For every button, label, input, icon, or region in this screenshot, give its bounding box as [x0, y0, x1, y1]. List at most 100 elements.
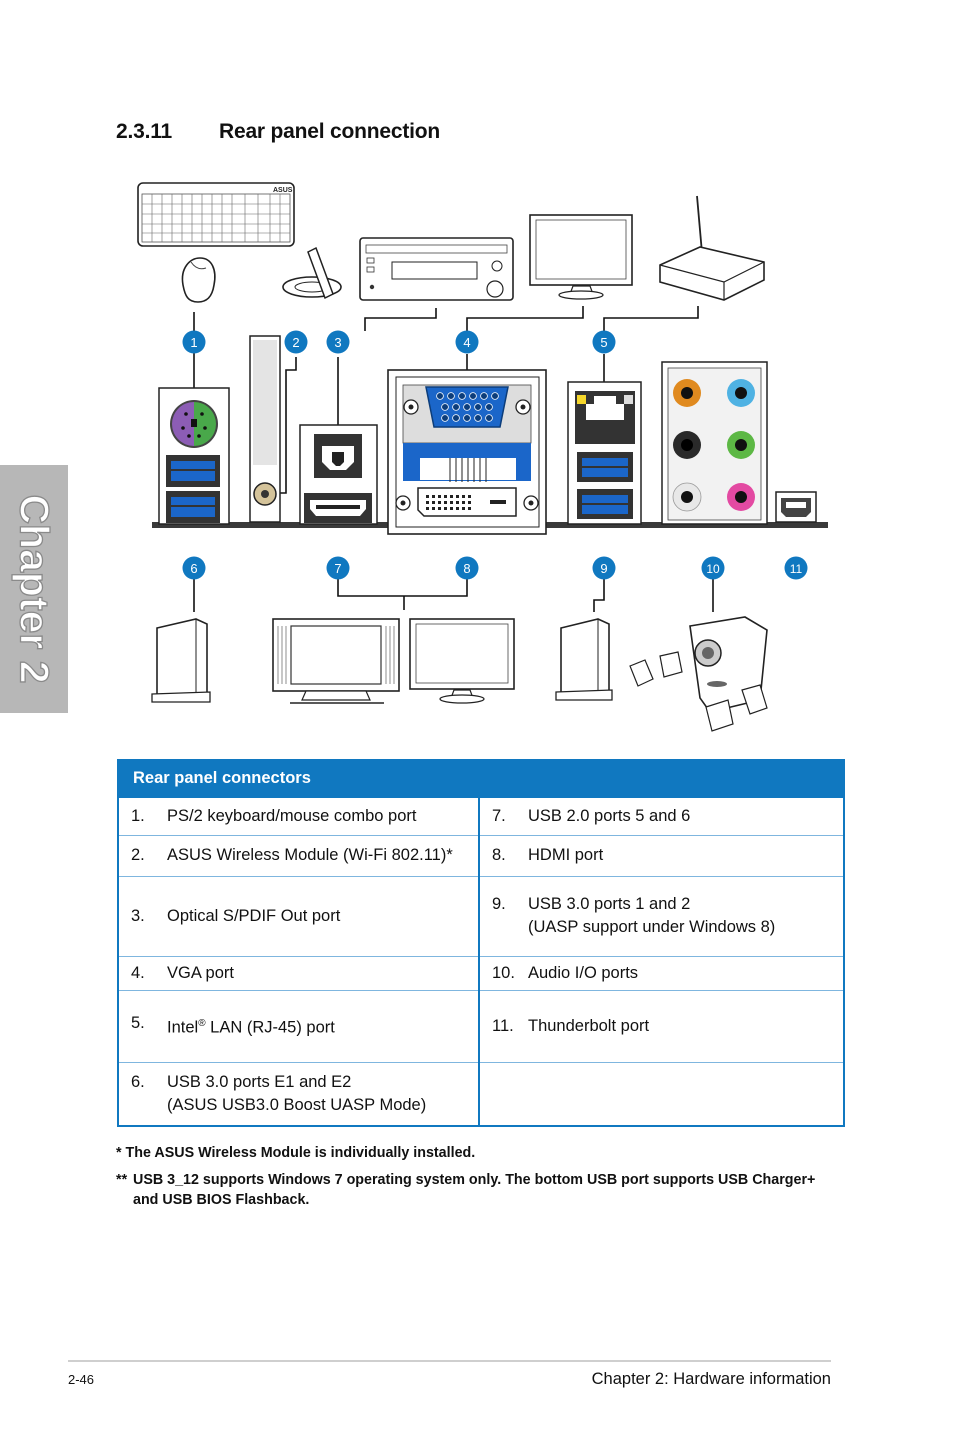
- item-number: 5.: [131, 1014, 145, 1033]
- footnote-1: * The ASUS Wireless Module is individual…: [116, 1145, 476, 1161]
- item-number: 8.: [492, 846, 506, 864]
- audio-ports-bracket: [661, 361, 768, 525]
- item-number: 4.: [131, 963, 145, 982]
- footnotes: * The ASUS Wireless Module is individual…: [116, 1143, 823, 1210]
- item-number: 7.: [492, 806, 506, 825]
- item-number: 11.: [492, 1016, 514, 1035]
- callout-5-label: 5: [600, 335, 607, 350]
- monitor-icon-bottom: [409, 618, 515, 704]
- footer-divider: [68, 1360, 831, 1362]
- callout-6-label: 6: [190, 561, 197, 576]
- callout-8-label: 8: [463, 561, 470, 576]
- callout-7: 7: [326, 556, 350, 580]
- callout-markers: 1 2 3 4 5 6 7 8 9 10 11: [182, 330, 808, 580]
- item-text-line2: (UASP support under Windows 8): [528, 918, 776, 936]
- dvi-port: [417, 487, 517, 517]
- callout-4-label: 4: [463, 335, 470, 350]
- callout-7-label: 7: [334, 561, 341, 576]
- spdif-hdmi-bracket: [299, 424, 378, 525]
- table-row: 3. Optical S/PDIF Out port 9. USB 3.0 port…: [117, 876, 846, 957]
- table-row: 4. VGA port 10. Audio I/O ports: [117, 956, 846, 991]
- item-text-line2: (ASUS USB3.0 Boost UASP Mode): [167, 1095, 427, 1114]
- item-number: 9.: [492, 895, 506, 913]
- item-number: 1.: [131, 806, 145, 825]
- thunderbolt-port: [775, 491, 817, 523]
- item-number: 3.: [131, 906, 145, 925]
- table-cell: 5. Intel® LAN (RJ-45) port: [117, 990, 480, 1063]
- rear-panel-connectors-table: Rear panel connectors 1. PS/2 keyboard/mo…: [116, 759, 846, 1127]
- table-cell: 8. HDMI port: [477, 835, 846, 877]
- item-number: 2.: [131, 846, 145, 864]
- table-cell: 2. ASUS Wireless Module (Wi-Fi 802.11)*: [117, 835, 480, 877]
- callout-9: 9: [592, 556, 616, 580]
- item-text: USB 2.0 ports 5 and 6: [528, 806, 691, 825]
- item-number: 6.: [131, 1072, 145, 1091]
- table-cell: 4. VGA port: [117, 956, 480, 991]
- wifi-module-bracket: [249, 335, 281, 523]
- item-text: VGA port: [167, 963, 234, 982]
- section-number: 2.3.11: [116, 120, 173, 143]
- ps2-usb-bracket: [158, 387, 230, 525]
- table-header-row: Rear panel connectors: [116, 759, 846, 798]
- rear-panel-diagram: ASUS: [137, 182, 828, 732]
- callout-2: 2: [284, 330, 308, 354]
- item-text: Intel: [167, 1018, 199, 1037]
- callout-1: 1: [182, 330, 206, 354]
- table-cell: 3. Optical S/PDIF Out port: [117, 876, 480, 957]
- av-receiver-icon: [359, 237, 514, 301]
- table-row: 6. USB 3.0 ports E1 and E2 (ASUS USB3.0 Bo…: [117, 1062, 846, 1127]
- item-text: Optical S/PDIF Out port: [167, 906, 341, 925]
- callout-11-label: 11: [790, 562, 803, 576]
- table-cell-empty: [477, 1062, 846, 1127]
- usb3-port-1: [577, 452, 633, 482]
- callout-10: 10: [701, 556, 725, 580]
- item-text: PS/2 keyboard/mouse combo port: [167, 806, 417, 825]
- tv-icon: [272, 618, 400, 704]
- callout-8: 8: [455, 556, 479, 580]
- table-cell: 7. USB 2.0 ports 5 and 6: [477, 797, 846, 836]
- callout-6: 6: [182, 556, 206, 580]
- item-text: Audio I/O ports: [528, 963, 639, 982]
- callout-1-label: 1: [190, 335, 197, 350]
- item-text: Thunderbolt port: [528, 1016, 650, 1035]
- monitor-icon-top: [529, 214, 633, 300]
- callout-4: 4: [455, 330, 479, 354]
- table-cell: 1. PS/2 keyboard/mouse combo port: [117, 797, 480, 836]
- external-drive-icon-right: [555, 618, 613, 701]
- table-cell: 11. Thunderbolt port: [477, 990, 846, 1063]
- footnote-2: ** USB 3_12 supports Windows 7 operating…: [116, 1170, 823, 1210]
- router-icon: [659, 195, 765, 301]
- chapter-side-tab: Chapter 2: [0, 465, 68, 713]
- item-text: USB 3.0 ports E1 and E2: [167, 1072, 352, 1091]
- wifi-antenna-icon: [282, 246, 342, 300]
- table-cell: 6. USB 3.0 ports E1 and E2 (ASUS USB3.0 Bo…: [117, 1062, 480, 1127]
- footnote-2-mark: **: [116, 1172, 128, 1188]
- item-text: USB 3.0 ports 1 and 2: [528, 895, 691, 913]
- mouse-icon: [181, 257, 216, 303]
- callout-2-label: 2: [292, 335, 299, 350]
- vga-dvi-bracket: [387, 369, 547, 535]
- item-number: 10.: [492, 963, 515, 982]
- footnote-2-text: USB 3_12 supports Windows 7 operating sy…: [133, 1172, 816, 1208]
- keyboard-brand: ASUS: [273, 187, 293, 194]
- callout-3: 3: [326, 330, 350, 354]
- callout-10-label: 10: [706, 562, 720, 576]
- item-text: ASUS Wireless Module (Wi-Fi 802.11)*: [167, 846, 453, 864]
- table-row: 2. ASUS Wireless Module (Wi-Fi 802.11)* 8…: [117, 835, 846, 877]
- callout-11: 11: [784, 556, 808, 580]
- table-row: 1. PS/2 keyboard/mouse combo port 7. USB 2…: [117, 797, 846, 836]
- callout-5: 5: [592, 330, 616, 354]
- item-text-after: LAN (RJ-45) port: [205, 1018, 335, 1037]
- speaker-system-icon: [629, 616, 768, 732]
- table-header: Rear panel connectors: [116, 759, 846, 798]
- lan-usb3-bracket: [567, 381, 642, 525]
- item-text: HDMI port: [528, 846, 604, 864]
- table-cell: 10. Audio I/O ports: [477, 956, 846, 991]
- usb3-port-2: [577, 489, 633, 519]
- callout-9-label: 9: [600, 561, 607, 576]
- table-row: 5. Intel® LAN (RJ-45) port 11. Thunderbolt…: [117, 990, 846, 1063]
- registered-mark: ®: [198, 1018, 206, 1030]
- keyboard-icon: ASUS: [137, 182, 295, 247]
- external-drive-icon-left: [151, 618, 211, 703]
